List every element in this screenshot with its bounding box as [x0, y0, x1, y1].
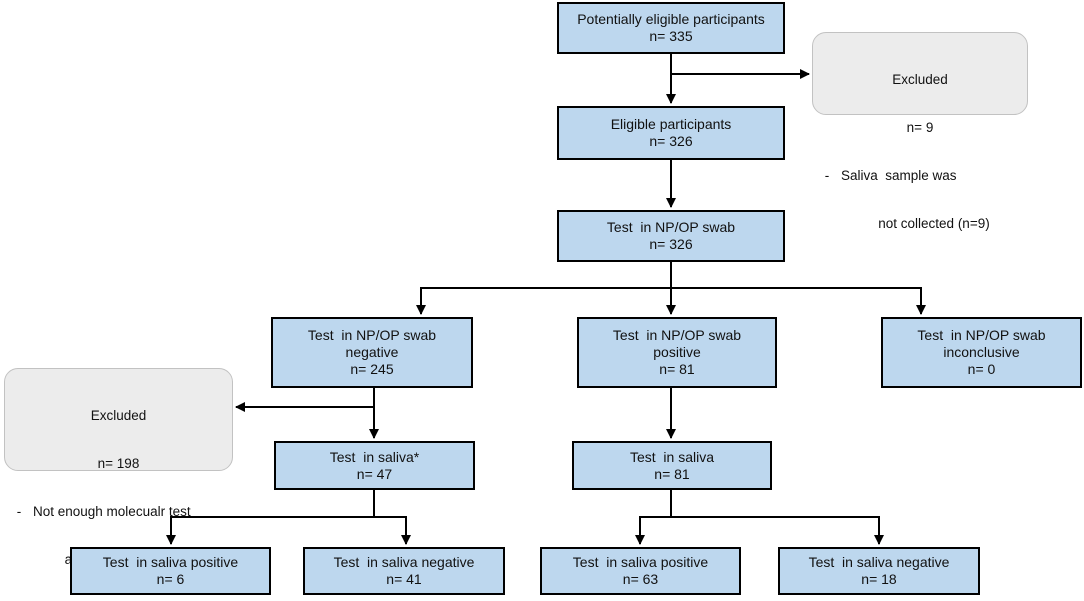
excluded-title: Excluded [90, 408, 147, 423]
excluded-box-left: Excluded n= 198 - Not enough molecualr t… [4, 368, 233, 567]
node-count: n= 326 [649, 236, 693, 252]
node-count: n= 18 [861, 571, 897, 587]
node-swab-inconclusive: Test in NP/OP swab inconclusive n= 0 [881, 317, 1082, 388]
excluded-reason: - Not enough molecualr test [5, 504, 232, 520]
excluded-reason: - Saliva sample was [813, 168, 1027, 184]
excluded-title: Excluded [892, 72, 948, 87]
node-line: Test in saliva positive [572, 554, 709, 570]
node-swab-positive: Test in NP/OP swab positive n= 81 [577, 317, 777, 388]
bullet-dash: - [824, 168, 830, 183]
excluded-count: n= 9 [906, 120, 934, 135]
bullet-dash: - [16, 504, 22, 519]
node-result: negative [345, 344, 399, 360]
node-count: n= 335 [649, 28, 693, 44]
node-saliva-from-negative: Test in saliva* n= 47 [274, 441, 475, 490]
node-neg-saliva-negative: Test in saliva negative n= 41 [303, 547, 505, 595]
node-count: n= 326 [649, 133, 693, 149]
node-swab-negative: Test in NP/OP swab negative n= 245 [271, 317, 473, 388]
node-count: n= 81 [659, 361, 695, 377]
node-count: n= 6 [156, 571, 185, 587]
node-line: Test in NP/OP swab [606, 219, 736, 235]
node-result: positive [653, 344, 701, 360]
node-line: Test in saliva positive [102, 554, 239, 570]
node-count: n= 245 [350, 361, 394, 377]
node-line: Test in NP/OP swab [917, 327, 1046, 343]
node-potentially-eligible: Potentially eligible participants n= 335 [557, 2, 785, 54]
excluded-reason-text: Not enough molecualr test [33, 504, 191, 519]
node-line: Test in saliva negative [333, 554, 475, 570]
node-line: Potentially eligible participants [577, 11, 765, 27]
node-count: n= 41 [386, 571, 422, 587]
node-neg-saliva-positive: Test in saliva positive n= 6 [70, 547, 271, 595]
node-pos-saliva-negative: Test in saliva negative n= 18 [778, 547, 980, 595]
node-count: n= 63 [622, 571, 659, 587]
node-swab-test: Test in NP/OP swab n= 326 [557, 210, 785, 262]
node-line: Test in saliva negative [808, 554, 950, 570]
node-line: Eligible participants [610, 116, 732, 132]
node-line: Test in saliva [629, 448, 715, 465]
node-line: Test in saliva* [329, 448, 420, 465]
node-count: n= 81 [654, 465, 690, 482]
excluded-count: n= 198 [97, 456, 140, 471]
node-pos-saliva-positive: Test in saliva positive n= 63 [540, 547, 741, 595]
node-line: Test in NP/OP swab [307, 327, 437, 343]
excluded-box-top: Excluded n= 9 - Saliva sample was not co… [812, 32, 1028, 231]
node-line: Test in NP/OP swab [612, 327, 742, 343]
excluded-reason-cont: not collected (n=9) [878, 216, 990, 231]
node-result: inconclusive [943, 344, 1020, 360]
node-count: n= 47 [356, 465, 393, 482]
node-saliva-from-positive: Test in saliva n= 81 [572, 441, 772, 490]
node-count: n= 0 [967, 361, 996, 377]
excluded-reason-text: Saliva sample was [841, 168, 957, 183]
node-eligible: Eligible participants n= 326 [557, 106, 785, 160]
